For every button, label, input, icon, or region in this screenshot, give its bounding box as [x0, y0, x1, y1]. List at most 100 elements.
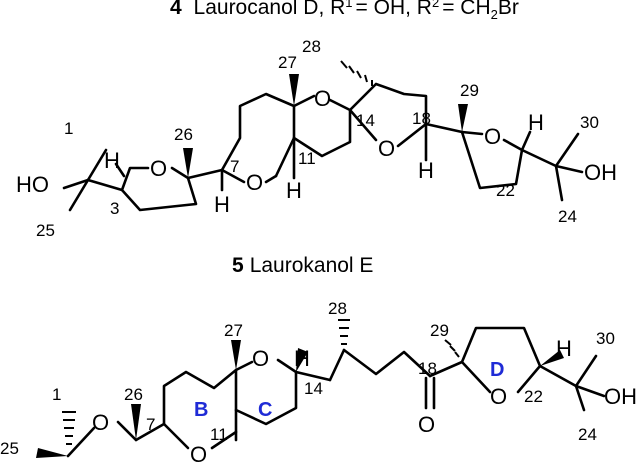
- r2-tail: Br: [498, 0, 519, 19]
- ring-label-c: C: [258, 399, 272, 421]
- bond: [68, 178, 90, 212]
- compound-6-skeleton: [36, 319, 606, 458]
- bond: [264, 174, 278, 184]
- locant: 7: [146, 415, 155, 434]
- bond: [220, 168, 246, 184]
- bond: [574, 384, 586, 412]
- compound-6-atoms: O O O O O H H OH B C D 1 7 11 14 18 22 2…: [0, 299, 637, 467]
- ring-label-b: B: [194, 399, 208, 421]
- hydrogen-label: H: [528, 110, 544, 135]
- bond: [460, 130, 484, 136]
- bond: [86, 178, 124, 192]
- bond-to-h: [114, 162, 126, 178]
- locant: 11: [210, 425, 228, 444]
- bond: [292, 98, 352, 158]
- ch2-subscript: 2: [491, 7, 498, 22]
- locant: 26: [124, 385, 143, 404]
- bond: [234, 360, 254, 372]
- bond: [574, 384, 606, 398]
- bond: [554, 164, 564, 202]
- locant: 22: [524, 387, 543, 406]
- wedge-bond: [36, 448, 68, 458]
- top-caption: 4 Laurocanol D, R1= OH, R2= CH2Br: [170, 0, 519, 22]
- locant: 26: [174, 125, 193, 144]
- r1-superscript: 1: [345, 0, 352, 10]
- locant: 27: [224, 321, 243, 340]
- locant: 14: [304, 379, 323, 398]
- carbonyl-oxygen: O: [418, 412, 435, 437]
- locant: 25: [0, 439, 19, 458]
- bond: [116, 420, 138, 442]
- locant: 22: [496, 181, 515, 200]
- hydrogen-label: H: [104, 148, 120, 173]
- wedge-bond: [289, 74, 299, 106]
- ring-oxygen: O: [378, 136, 395, 161]
- bond: [554, 164, 584, 174]
- locant: 29: [430, 321, 449, 340]
- bond: [186, 168, 224, 180]
- bond: [538, 364, 578, 388]
- bond: [66, 426, 96, 458]
- bond: [120, 166, 150, 192]
- hashed-bond-c28: [340, 60, 373, 86]
- bond: [460, 130, 524, 190]
- hydrogen-label: H: [294, 346, 310, 371]
- ring-oxygen: O: [190, 442, 207, 462]
- compound-5-caption: 5 Laurokanol E: [232, 254, 373, 277]
- compound-5-number: 5: [232, 254, 244, 277]
- ring-oxygen: O: [150, 156, 167, 181]
- bond: [396, 122, 428, 148]
- locant: 11: [298, 149, 316, 168]
- ring-oxygen: O: [490, 384, 507, 409]
- hydrogen-label: H: [556, 336, 572, 361]
- ether-oxygen: O: [92, 410, 109, 435]
- locant: 1: [52, 385, 61, 404]
- bond: [210, 430, 238, 450]
- wedge-bond: [231, 340, 241, 370]
- locant: 18: [418, 359, 437, 378]
- bond-to-h: [520, 130, 532, 152]
- compound-5-name: Laurokanol E: [250, 254, 374, 277]
- bond: [424, 122, 464, 134]
- hydrogen-label: H: [418, 158, 434, 183]
- locant: 18: [412, 109, 431, 128]
- bond: [120, 166, 198, 212]
- bond: [134, 422, 166, 442]
- hashed-bond-c28: [338, 319, 350, 345]
- hashed-bond-c29: [444, 339, 460, 358]
- locant: 1: [64, 119, 73, 138]
- ring-label-d: D: [490, 359, 504, 381]
- bond: [348, 108, 378, 142]
- bond: [520, 148, 558, 168]
- bond: [554, 132, 580, 168]
- hydrogen-label: H: [286, 178, 302, 203]
- ring-oxygen: O: [314, 86, 331, 111]
- bond: [460, 360, 492, 394]
- hydroxyl-label: HO: [16, 172, 49, 197]
- locant: 30: [580, 113, 599, 132]
- wedge-bond: [183, 148, 193, 178]
- bond: [574, 354, 598, 388]
- hydrogen-label: H: [214, 192, 230, 217]
- bond: [348, 82, 428, 126]
- locant: 28: [328, 299, 347, 318]
- r1-value: = OH, R: [356, 0, 432, 19]
- bond: [328, 348, 346, 382]
- hydroxyl-label: OH: [604, 384, 637, 409]
- locant: 25: [36, 221, 55, 240]
- wedge-bond: [131, 404, 141, 440]
- ring-oxygen: O: [484, 124, 501, 149]
- r2-value: = CH: [442, 0, 490, 19]
- compound-4-name: Laurocanol D, R: [194, 0, 346, 19]
- wedge-bond: [458, 104, 468, 132]
- bond: [234, 358, 298, 426]
- r2-superscript: 2: [432, 0, 439, 10]
- locant: 29: [460, 81, 479, 100]
- bond: [292, 94, 316, 108]
- compound-5-skeleton: [62, 60, 584, 212]
- bond: [460, 326, 542, 394]
- hashed-bond: [62, 411, 76, 445]
- bond: [428, 360, 464, 378]
